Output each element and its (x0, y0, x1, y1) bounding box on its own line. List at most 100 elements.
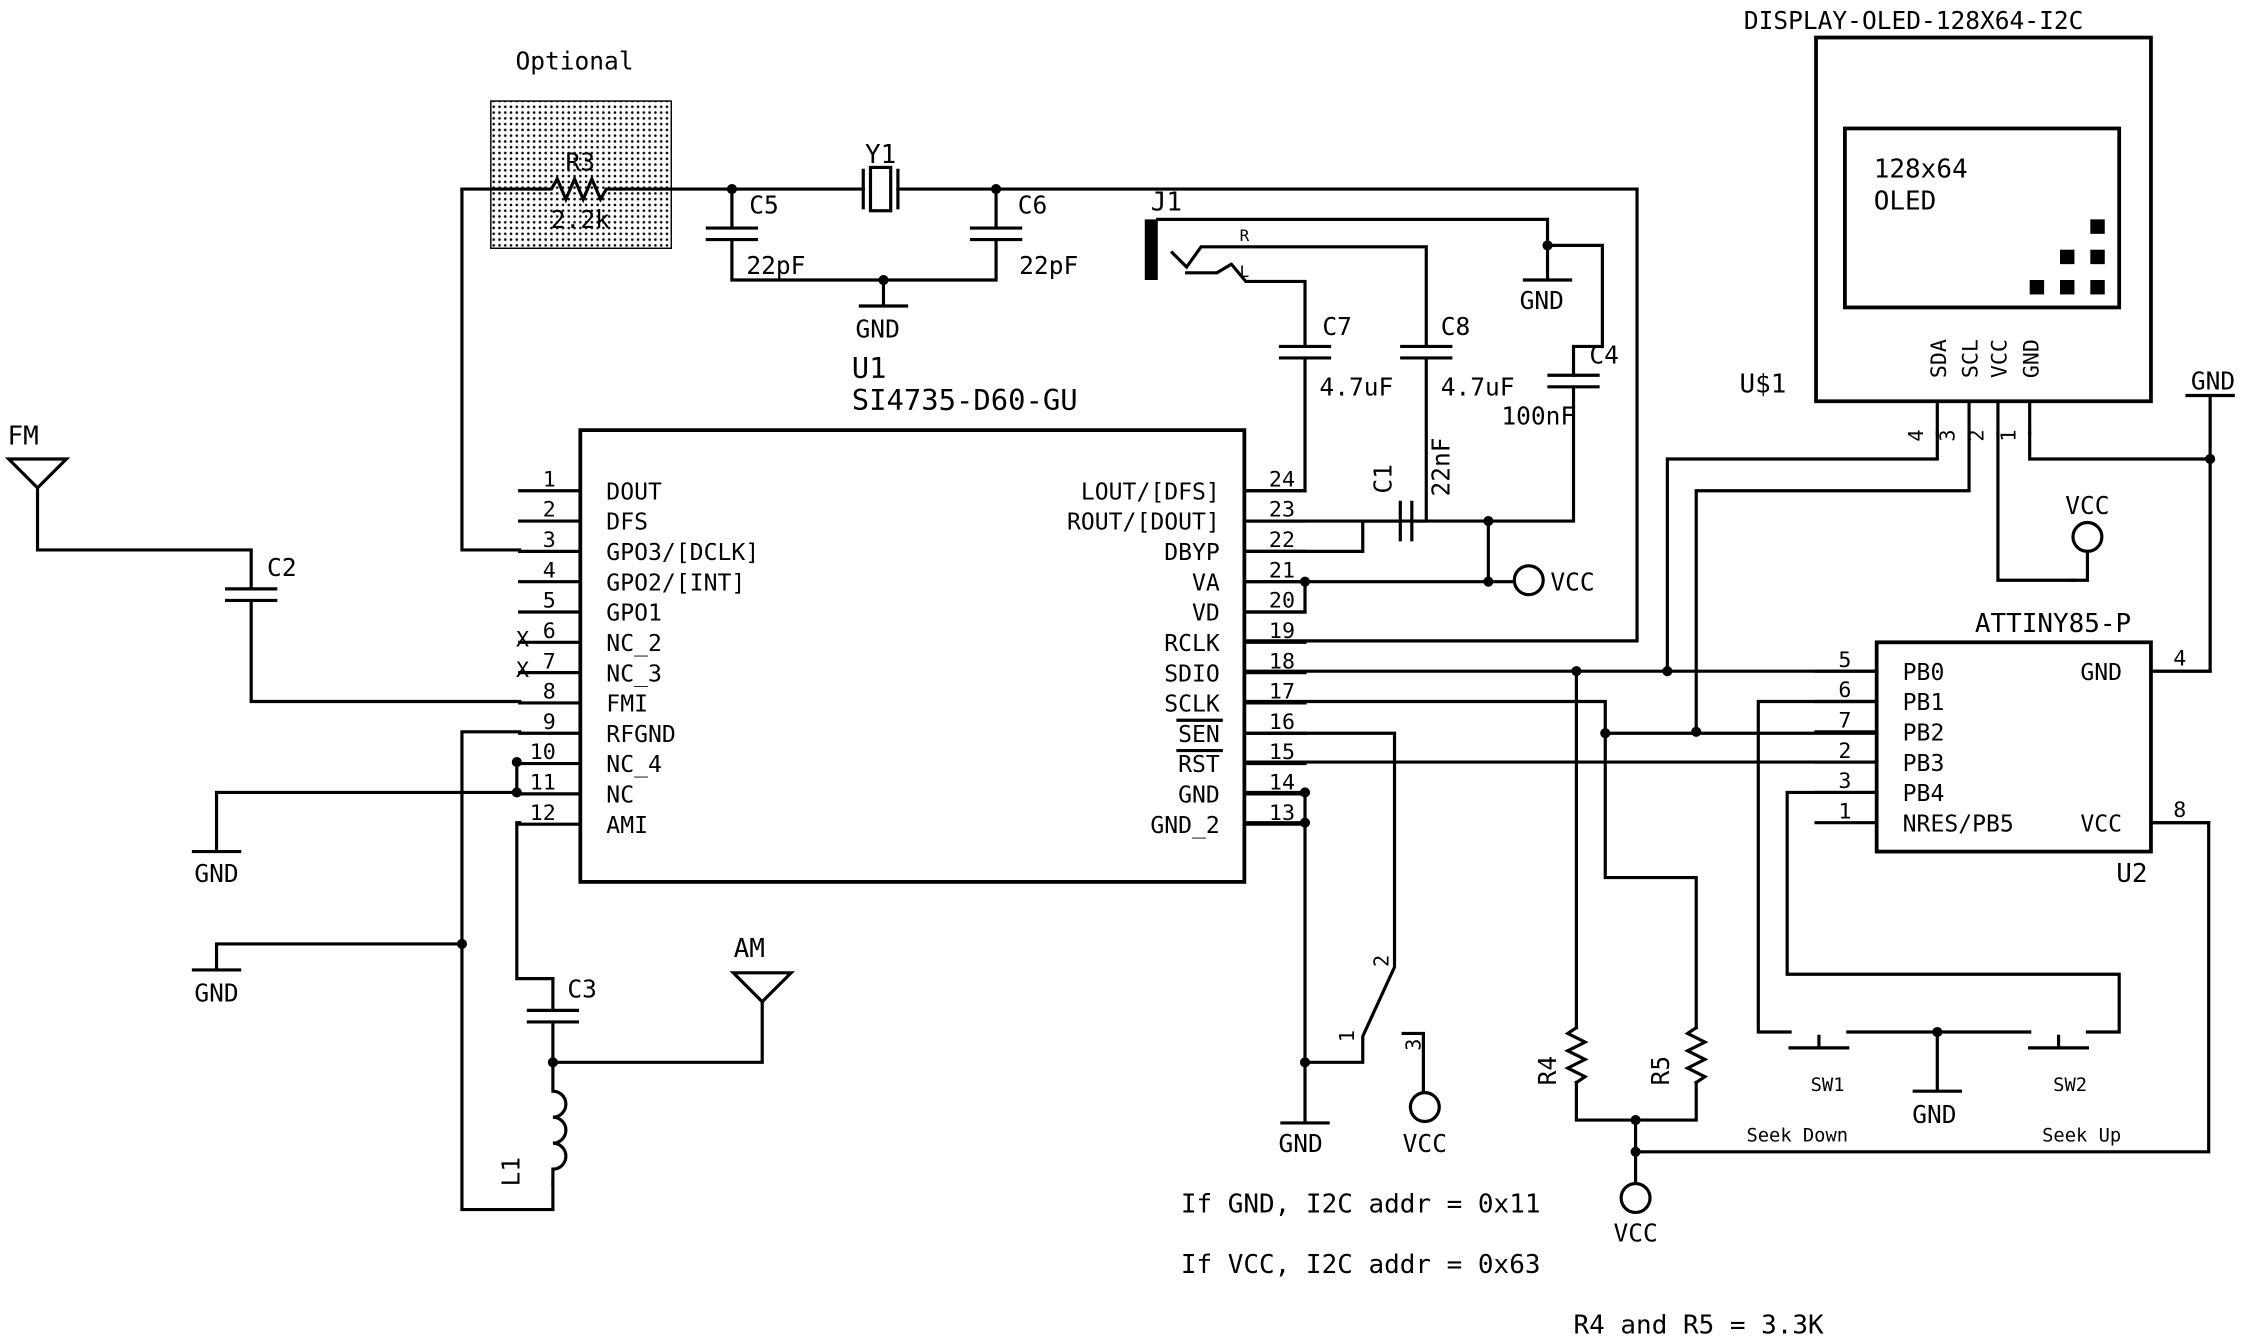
u1-pin-number: 21 (1269, 558, 1295, 583)
u1-pin-number: 4 (543, 558, 556, 583)
attiny-pin-name: PB0 (1903, 660, 1945, 686)
attiny-pin-name: NRES/PB5 (1903, 811, 2014, 837)
u1-pin-name: NC (606, 783, 634, 809)
vcc-label: VCC (1613, 1218, 1657, 1247)
u1-pin-number: 1 (543, 467, 556, 492)
gnd-label: GND (1279, 1129, 1323, 1158)
c8-ref: C8 (1441, 312, 1471, 341)
display-pin-number: 1 (1996, 430, 2020, 442)
u1-pin-number: 8 (543, 680, 556, 705)
attiny-pin-name: PB3 (1903, 751, 1945, 777)
u1-pin-number: 10 (530, 740, 556, 765)
junction-dot (878, 274, 889, 286)
junction-dot (1691, 726, 1702, 737)
attiny-pin-name: PB1 (1903, 690, 1945, 716)
u1-pin-number: 9 (543, 710, 556, 735)
note-vcc-addr: If VCC, I2C addr = 0x63 (1181, 1250, 1541, 1280)
c4-ref: C4 (1589, 341, 1619, 370)
junction-dot (1542, 240, 1553, 251)
u1-pin-number: 6 (543, 619, 556, 644)
c1-value: 22nF (1426, 437, 1455, 496)
u1-pin-name: GPO2/[INT] (606, 570, 745, 596)
junction-dot (1630, 1146, 1641, 1157)
r3-resistor (535, 174, 623, 204)
u1-pin-name: DFS (606, 510, 648, 536)
display-pixel-art (2029, 219, 2105, 295)
u1-right-pins: 24LOUT/[DFS]23ROUT/[DOUT]22DBYP21VA20VD1… (1067, 467, 1307, 839)
u1-pin-name: RCLK (1164, 631, 1220, 657)
attiny-pin-name: PB2 (1903, 720, 1945, 746)
junction-dot (1662, 666, 1673, 677)
c2-ref: C2 (267, 553, 297, 582)
u1-pin-number: 16 (1269, 710, 1295, 735)
c8-value: 4.7uF (1441, 372, 1515, 401)
c3-ref: C3 (567, 974, 597, 1003)
c7-ref: C7 (1322, 312, 1352, 341)
u1-pin-name: DBYP (1164, 540, 1220, 566)
gnd-label: GND (1912, 1100, 1956, 1129)
junction-dot (726, 184, 737, 195)
attiny-pin-number: 3 (1838, 769, 1851, 794)
junction-dot (511, 757, 522, 768)
attiny-vcc-num: 8 (2173, 798, 2186, 823)
c1-ref: C1 (1369, 464, 1398, 494)
u1-pin-number: 2 (543, 498, 556, 523)
junction-dot (2205, 453, 2216, 465)
optional-region (490, 100, 672, 249)
vcc-symbol (1408, 1091, 1441, 1124)
nc-mark: X (516, 628, 529, 653)
attiny-vcc-name: VCC (2080, 811, 2122, 837)
gnd-label: GND (194, 979, 238, 1008)
crystal-network (460, 165, 1639, 643)
u1-pin-name: SDIO (1164, 661, 1220, 687)
junction-dot (511, 787, 522, 798)
am-label: AM (734, 934, 765, 964)
y1-ref: Y1 (865, 140, 896, 170)
am-antenna-network (515, 821, 795, 1186)
display-body (1814, 35, 2153, 404)
j1-ref: J1 (1151, 188, 1182, 218)
junction-dot (1483, 576, 1494, 587)
junction-dot (1932, 1026, 1943, 1038)
gnd-label: GND (1520, 286, 1564, 315)
u1-pin-name: SCLK (1164, 692, 1220, 718)
vcc-label: VCC (2065, 491, 2109, 520)
attiny-gnd-name: GND (2080, 660, 2122, 686)
attiny-pin-number: 5 (1838, 648, 1851, 673)
address-select-switch (1242, 731, 1425, 1125)
u1-pin-name: NC_3 (606, 661, 662, 687)
u1-pin-name: GPO1 (606, 601, 662, 627)
display-pin-number: 4 (1904, 430, 1928, 442)
sw1-ref: SW1 (1811, 1075, 1845, 1096)
junction-dot (547, 1057, 558, 1068)
sw1-label: Seek Down (1746, 1126, 1848, 1147)
attiny-part: ATTINY85-P (1975, 609, 2131, 639)
display-screen-line1: 128x64 (1874, 155, 1968, 185)
u1-pin-name: GND (1178, 783, 1220, 809)
c6-ref: C6 (1018, 191, 1048, 220)
junction-dot (1483, 516, 1494, 527)
u1-pin-number: 12 (530, 801, 556, 826)
gnd-label: GND (2191, 367, 2235, 396)
display-pin-number: 3 (1936, 430, 1960, 442)
u1-ref: U1 (852, 351, 887, 385)
junction-dot (456, 938, 468, 950)
display-pin-name: SDA (1927, 339, 1952, 378)
switch-pin-1: 1 (1335, 1030, 1359, 1042)
u1-pin-number: 20 (1269, 589, 1295, 614)
u1-pin-name: DOUT (606, 479, 662, 505)
u1-pin-number: 22 (1269, 528, 1295, 553)
u1-pin-name: NC_4 (606, 752, 662, 778)
u1-pin-name: AMI (606, 813, 648, 839)
display-pin-name: SCL (1959, 339, 1984, 378)
r5-ref: R5 (1646, 1056, 1675, 1086)
switch-pin-2: 2 (1370, 955, 1394, 967)
u1-pin-name: RST (1178, 752, 1220, 778)
attiny-pin-name: PB4 (1903, 781, 1945, 807)
note-resistors: R4 and R5 = 3.3K (1574, 1311, 1825, 1338)
vcc-symbol (1512, 564, 1545, 597)
attiny-pin-number: 1 (1838, 799, 1851, 824)
